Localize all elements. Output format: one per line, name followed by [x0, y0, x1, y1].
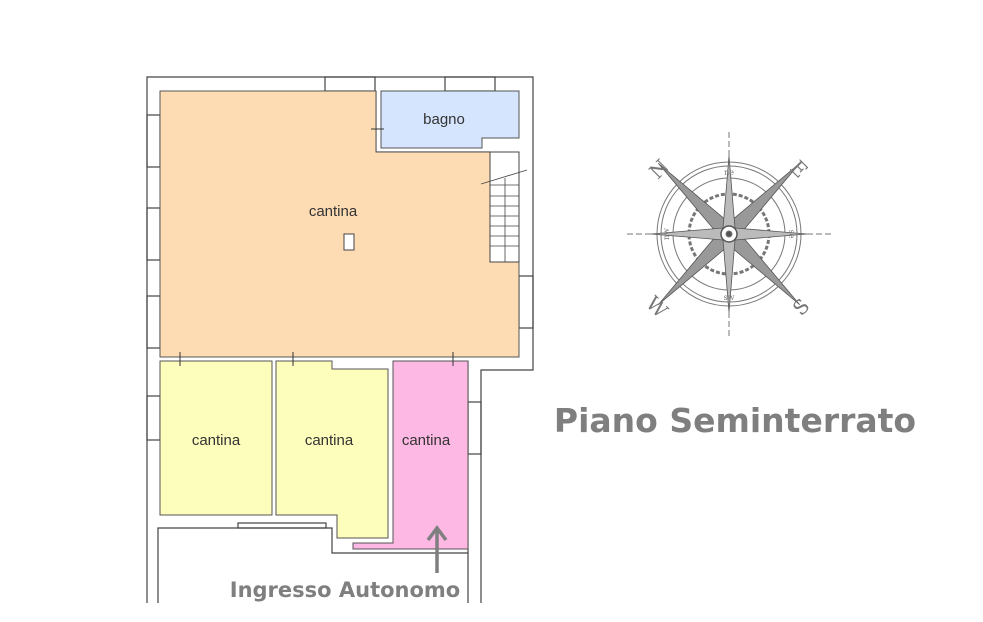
room-cantina-3	[352, 360, 469, 550]
room-bagno	[380, 90, 520, 149]
floor-title: Piano Seminterrato	[554, 401, 916, 440]
pillar	[343, 233, 355, 251]
room-label: cantina	[402, 432, 451, 449]
compass-nw: nw	[662, 228, 671, 240]
stairs	[480, 151, 528, 263]
room-label: cantina	[309, 203, 358, 220]
entrance-label: Ingresso Autonomo	[230, 578, 461, 602]
compass-n: N	[644, 154, 673, 183]
compass-ne: ne	[724, 168, 734, 177]
compass-rose-icon: N E S W ne se sw nw	[627, 132, 831, 336]
room-label: cantina	[305, 432, 354, 449]
entrance-arrow-icon	[426, 525, 448, 573]
compass-se: se	[787, 230, 796, 239]
room-label: cantina	[192, 432, 241, 449]
room-cantina-2	[275, 360, 389, 539]
door-marks	[179, 128, 454, 366]
compass-sw: sw	[724, 293, 735, 302]
room-cantina-1	[159, 360, 273, 516]
compass-e: E	[785, 155, 812, 182]
room-label: bagno	[423, 111, 465, 128]
